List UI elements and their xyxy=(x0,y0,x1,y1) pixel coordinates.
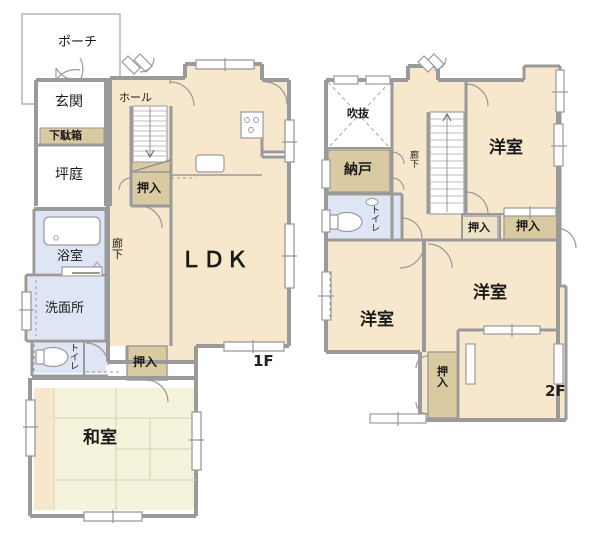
label-closet-2f-bottom: 押入 xyxy=(437,365,448,390)
room-courtyard xyxy=(38,146,106,204)
label-corridor-1f: 廊下 xyxy=(112,237,123,262)
label-void-2f: 吹抜 xyxy=(347,107,369,120)
closet-2f-right xyxy=(503,213,559,241)
closet-1f-upper xyxy=(130,171,172,207)
toilet-icon-2f xyxy=(329,198,379,233)
staircase-1f xyxy=(130,105,172,173)
label-closet-1f-upper: 押入 xyxy=(137,181,162,195)
label-toilet-1f: トイレ xyxy=(70,344,80,373)
label-closet-2f-left: 押入 xyxy=(468,221,490,234)
label-floor-2-tag: 2F xyxy=(545,382,566,400)
vanity-icon xyxy=(61,261,103,277)
label-corridor-2f: 廊下 xyxy=(410,151,420,171)
windows-2f xyxy=(318,69,568,426)
doors-1f xyxy=(55,57,288,403)
label-washroom: 洗面所 xyxy=(45,301,85,316)
balcony-2f-dashed xyxy=(321,272,331,320)
label-shoe-cabinet: 下駄箱 xyxy=(49,129,82,142)
label-closet-2f-right: 押入 xyxy=(516,219,541,233)
void-x-lines xyxy=(327,81,391,149)
room-storage-2f xyxy=(327,149,391,193)
label-hall: ホール xyxy=(119,91,152,104)
tatami-lines xyxy=(53,388,196,510)
room-washroom-fill xyxy=(28,277,106,339)
label-courtyard: 坪庭 xyxy=(55,167,83,183)
kitchen-fixtures xyxy=(171,111,264,176)
windows-1f xyxy=(19,58,297,523)
floor-2-group xyxy=(318,53,577,426)
floor-1-group xyxy=(19,13,297,523)
label-floor-1-tag: 1F xyxy=(253,352,274,370)
doors-2f xyxy=(391,83,577,415)
label-closet-1f-lower: 押入 xyxy=(133,355,158,369)
label-western-room-ne: 洋室 xyxy=(489,138,523,158)
label-storage-2f: 納戸 xyxy=(344,162,372,178)
label-western-room-se: 洋室 xyxy=(473,283,507,303)
label-western-room-sw: 洋室 xyxy=(360,310,394,330)
staircase-2f xyxy=(429,111,465,215)
room-japanese-border-strip-left xyxy=(34,388,54,510)
label-entrance: 玄関 xyxy=(55,94,83,110)
angled-window-1f xyxy=(121,53,155,75)
label-porch: ポーチ xyxy=(58,35,98,50)
bathtub-icon xyxy=(43,216,101,246)
label-bath: 浴室 xyxy=(57,249,84,264)
angled-window-2f xyxy=(417,53,447,73)
label-japanese-room: 和室 xyxy=(83,428,117,448)
label-ldk: ＬＤＫ xyxy=(180,248,250,273)
toilet-icon-1f xyxy=(35,346,69,368)
label-toilet-2f: トイレ xyxy=(371,206,381,235)
dashed-guides xyxy=(25,148,196,374)
